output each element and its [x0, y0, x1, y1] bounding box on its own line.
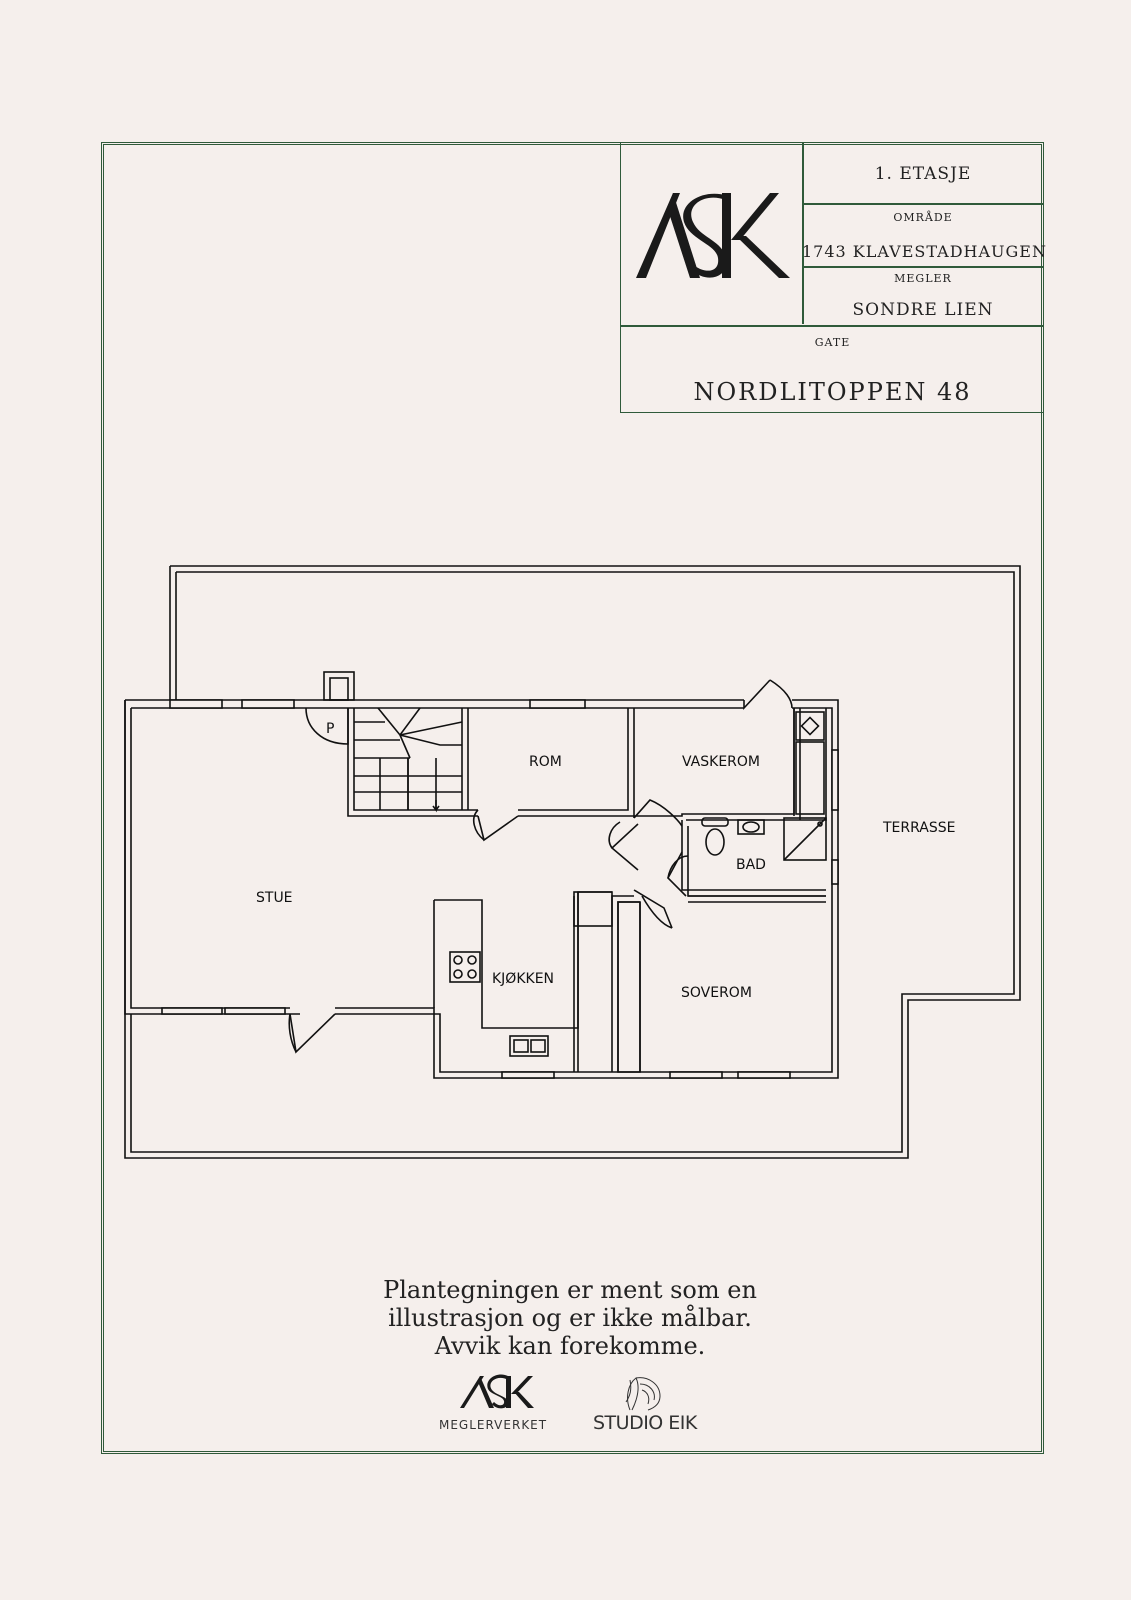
terrace-outline	[124, 565, 1021, 1159]
room-label-rom: ROM	[529, 754, 562, 770]
interior-walls	[288, 679, 827, 1073]
footer-ask-logo	[460, 1374, 534, 1409]
broker-value: SONDRE LIEN	[852, 300, 994, 320]
disclaimer-line-1: Plantegningen er ment som en	[383, 1276, 757, 1304]
title-block: 1. ETASJE OMRÅDE 1743 KLAVESTADHAUGEN ME…	[620, 142, 1047, 413]
room-label-terrasse: TERRASSE	[883, 820, 956, 836]
disclaimer-line-3: Avvik kan forekomme.	[434, 1332, 706, 1360]
broker-label: MEGLER	[894, 272, 952, 285]
street-label: GATE	[814, 336, 851, 349]
page-frame	[101, 142, 1044, 1454]
area-value: 1743 KLAVESTADHAUGEN	[802, 242, 1047, 261]
ask-logo	[636, 193, 790, 278]
disclaimer: Plantegningen er ment som en illustrasjo…	[340, 1276, 800, 1360]
footer-eik-sub: STUDIO EIK	[593, 1412, 697, 1434]
parking-label: P	[326, 721, 335, 737]
room-label-stue: STUE	[256, 890, 293, 906]
room-label-vaskerom: VASKEROM	[682, 754, 760, 770]
disclaimer-line-2: illustrasjon og er ikke målbar.	[388, 1304, 752, 1332]
street-value: NORDLITOPPEN 48	[693, 378, 972, 406]
studio-eik-logo	[625, 1377, 661, 1411]
floor-label: 1. ETASJE	[874, 164, 972, 184]
room-label-soverom: SOVEROM	[681, 985, 752, 1001]
area-label: OMRÅDE	[893, 211, 953, 224]
room-label-bad: BAD	[736, 857, 766, 873]
footer-ask-sub: MEGLERVERKET	[439, 1418, 548, 1432]
room-label-kjokken: KJØKKEN	[492, 971, 555, 987]
